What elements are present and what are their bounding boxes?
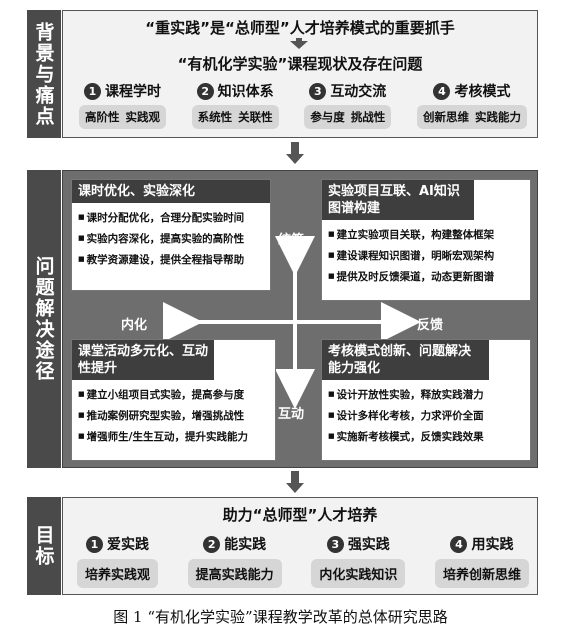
category-tags: 系统性关联性 xyxy=(191,105,279,129)
quadrant-title: 考核模式创新、问题解决能力强化 xyxy=(322,340,489,380)
category-title: 互动交流 xyxy=(330,84,387,100)
axis-label-top: 统筹 xyxy=(278,233,305,248)
quadrant-item: 推动案例研究型实验，增强挑战性 xyxy=(78,405,269,426)
category-tags: 参与度挑战性 xyxy=(304,105,392,129)
background-headline: “重实践”是“总师型”人才培养模式的重要抓手 xyxy=(145,19,455,37)
background-sidebar-label: 背景与痛点 xyxy=(32,21,55,127)
quadrant-item: 设计开放性实验，释放实践潜力 xyxy=(328,384,524,405)
background-inner-arrow xyxy=(290,38,308,49)
quadrant-item: 建立小组项目式实验，提高参与度 xyxy=(78,384,269,405)
quadrant-item: 建设课程知识图谱，明晰宏观架构 xyxy=(328,245,524,266)
tag: 关联性 xyxy=(238,110,273,124)
quadrant-item: 建立实验项目关联，构建整体框架 xyxy=(328,224,524,245)
goal-title: 强实践 xyxy=(347,537,390,553)
axis-label-bottom: 互动 xyxy=(278,407,305,422)
tag: 参与度 xyxy=(310,110,345,124)
quadrant-title: 课时优化、实验深化 xyxy=(72,180,270,203)
quadrant-item: 设计多样化考核，力求评价全面 xyxy=(328,405,524,426)
number-badge: 2 xyxy=(203,535,221,553)
quadrant-top-right: 实验项目互联、AI知识图谱构建 建立实验项目关联，构建整体框架 建设课程知识图谱… xyxy=(321,179,531,301)
goal-title: 用实践 xyxy=(471,537,514,553)
number-badge: 1 xyxy=(86,535,103,553)
quadrant-title: 实验项目互联、AI知识图谱构建 xyxy=(322,180,474,220)
quadrant-bottom-left: 课堂活动多元化、互动性提升 建立小组项目式实验，提高参与度 推动案例研究型实验，… xyxy=(71,339,276,461)
quadrant-item: 教学资源建设，提供全程指导帮助 xyxy=(78,249,264,270)
solution-sidebar-label: 问题解决途径 xyxy=(32,256,55,382)
quadrant-item: 增强师生/生生互动，提升实践能力 xyxy=(78,426,269,447)
number-badge: 3 xyxy=(326,535,344,553)
quadrant-top-left: 课时优化、实验深化 课时分配优化，合理分配实验时间 实验内容深化，提高实验的高阶… xyxy=(71,179,271,291)
tag: 实践能力 xyxy=(474,110,521,124)
category-title: 课程学时 xyxy=(105,84,161,100)
quadrant-item: 实施新考核模式，反馈实践效果 xyxy=(328,426,524,447)
tag: 创新思维 xyxy=(422,110,469,124)
number-badge: 4 xyxy=(450,535,468,553)
quadrant-item: 实验内容深化，提高实验的高阶性 xyxy=(78,228,264,249)
quadrant-title: 课堂活动多元化、互动性提升 xyxy=(72,340,214,380)
goal-title: 能实践 xyxy=(224,537,267,553)
category-tags: 高阶性实践观 xyxy=(79,105,166,129)
number-badge: 3 xyxy=(309,82,327,100)
tag: 系统性 xyxy=(197,110,233,124)
category-tags: 创新思维实践能力 xyxy=(416,105,527,129)
background-sidebar: 背景与痛点 xyxy=(27,10,61,138)
tag: 实践观 xyxy=(125,110,161,124)
flow-arrow-down-1 xyxy=(286,142,304,166)
number-badge: 4 xyxy=(433,82,451,100)
cross-arrows xyxy=(163,236,421,409)
tag: 挑战性 xyxy=(350,110,386,124)
goal-result: 培养创新思维 xyxy=(434,559,529,588)
number-badge: 1 xyxy=(84,82,101,100)
background-subheadline: “有机化学实验”课程现状及存在问题 xyxy=(177,55,423,73)
background-panel: “重实践”是“总师型”人才培养模式的重要抓手 “有机化学实验”课程现状及存在问题… xyxy=(62,10,538,138)
goal-result: 提高实践能力 xyxy=(187,559,282,588)
category-title: 考核模式 xyxy=(454,84,511,100)
axis-label-right: 反馈 xyxy=(417,318,444,333)
quadrant-item: 课时分配优化，合理分配实验时间 xyxy=(78,207,264,228)
number-badge: 2 xyxy=(196,82,214,100)
solution-sidebar: 问题解决途径 xyxy=(27,170,61,468)
quadrant-bottom-right: 考核模式创新、问题解决能力强化 设计开放性实验，释放实践潜力 设计多样化考核，力… xyxy=(321,339,531,461)
goal-sidebar: 目标 xyxy=(27,497,61,595)
goal-headline: 助力“总师型”人才培养 xyxy=(222,506,378,524)
solution-panel: 统筹 互动 内化 反馈 课时优化、实验深化 课时分配优化，合理分配实验时间 实验… xyxy=(62,170,538,468)
goal-result: 培养实践观 xyxy=(77,559,159,588)
goal-result: 内化实践知识 xyxy=(311,559,406,588)
axis-label-left: 内化 xyxy=(121,318,148,333)
goal-title: 爱实践 xyxy=(107,537,149,553)
figure-caption: 图 1 “有机化学实验”课程教学改革的总体研究思路 xyxy=(113,608,448,626)
quadrant-item: 提供及时反馈渠道，动态更新图谱 xyxy=(328,266,524,287)
goal-sidebar-label: 目标 xyxy=(32,525,55,567)
category-title: 知识体系 xyxy=(217,84,274,100)
tag: 高阶性 xyxy=(85,110,120,124)
flow-arrow-down-2 xyxy=(286,471,304,495)
